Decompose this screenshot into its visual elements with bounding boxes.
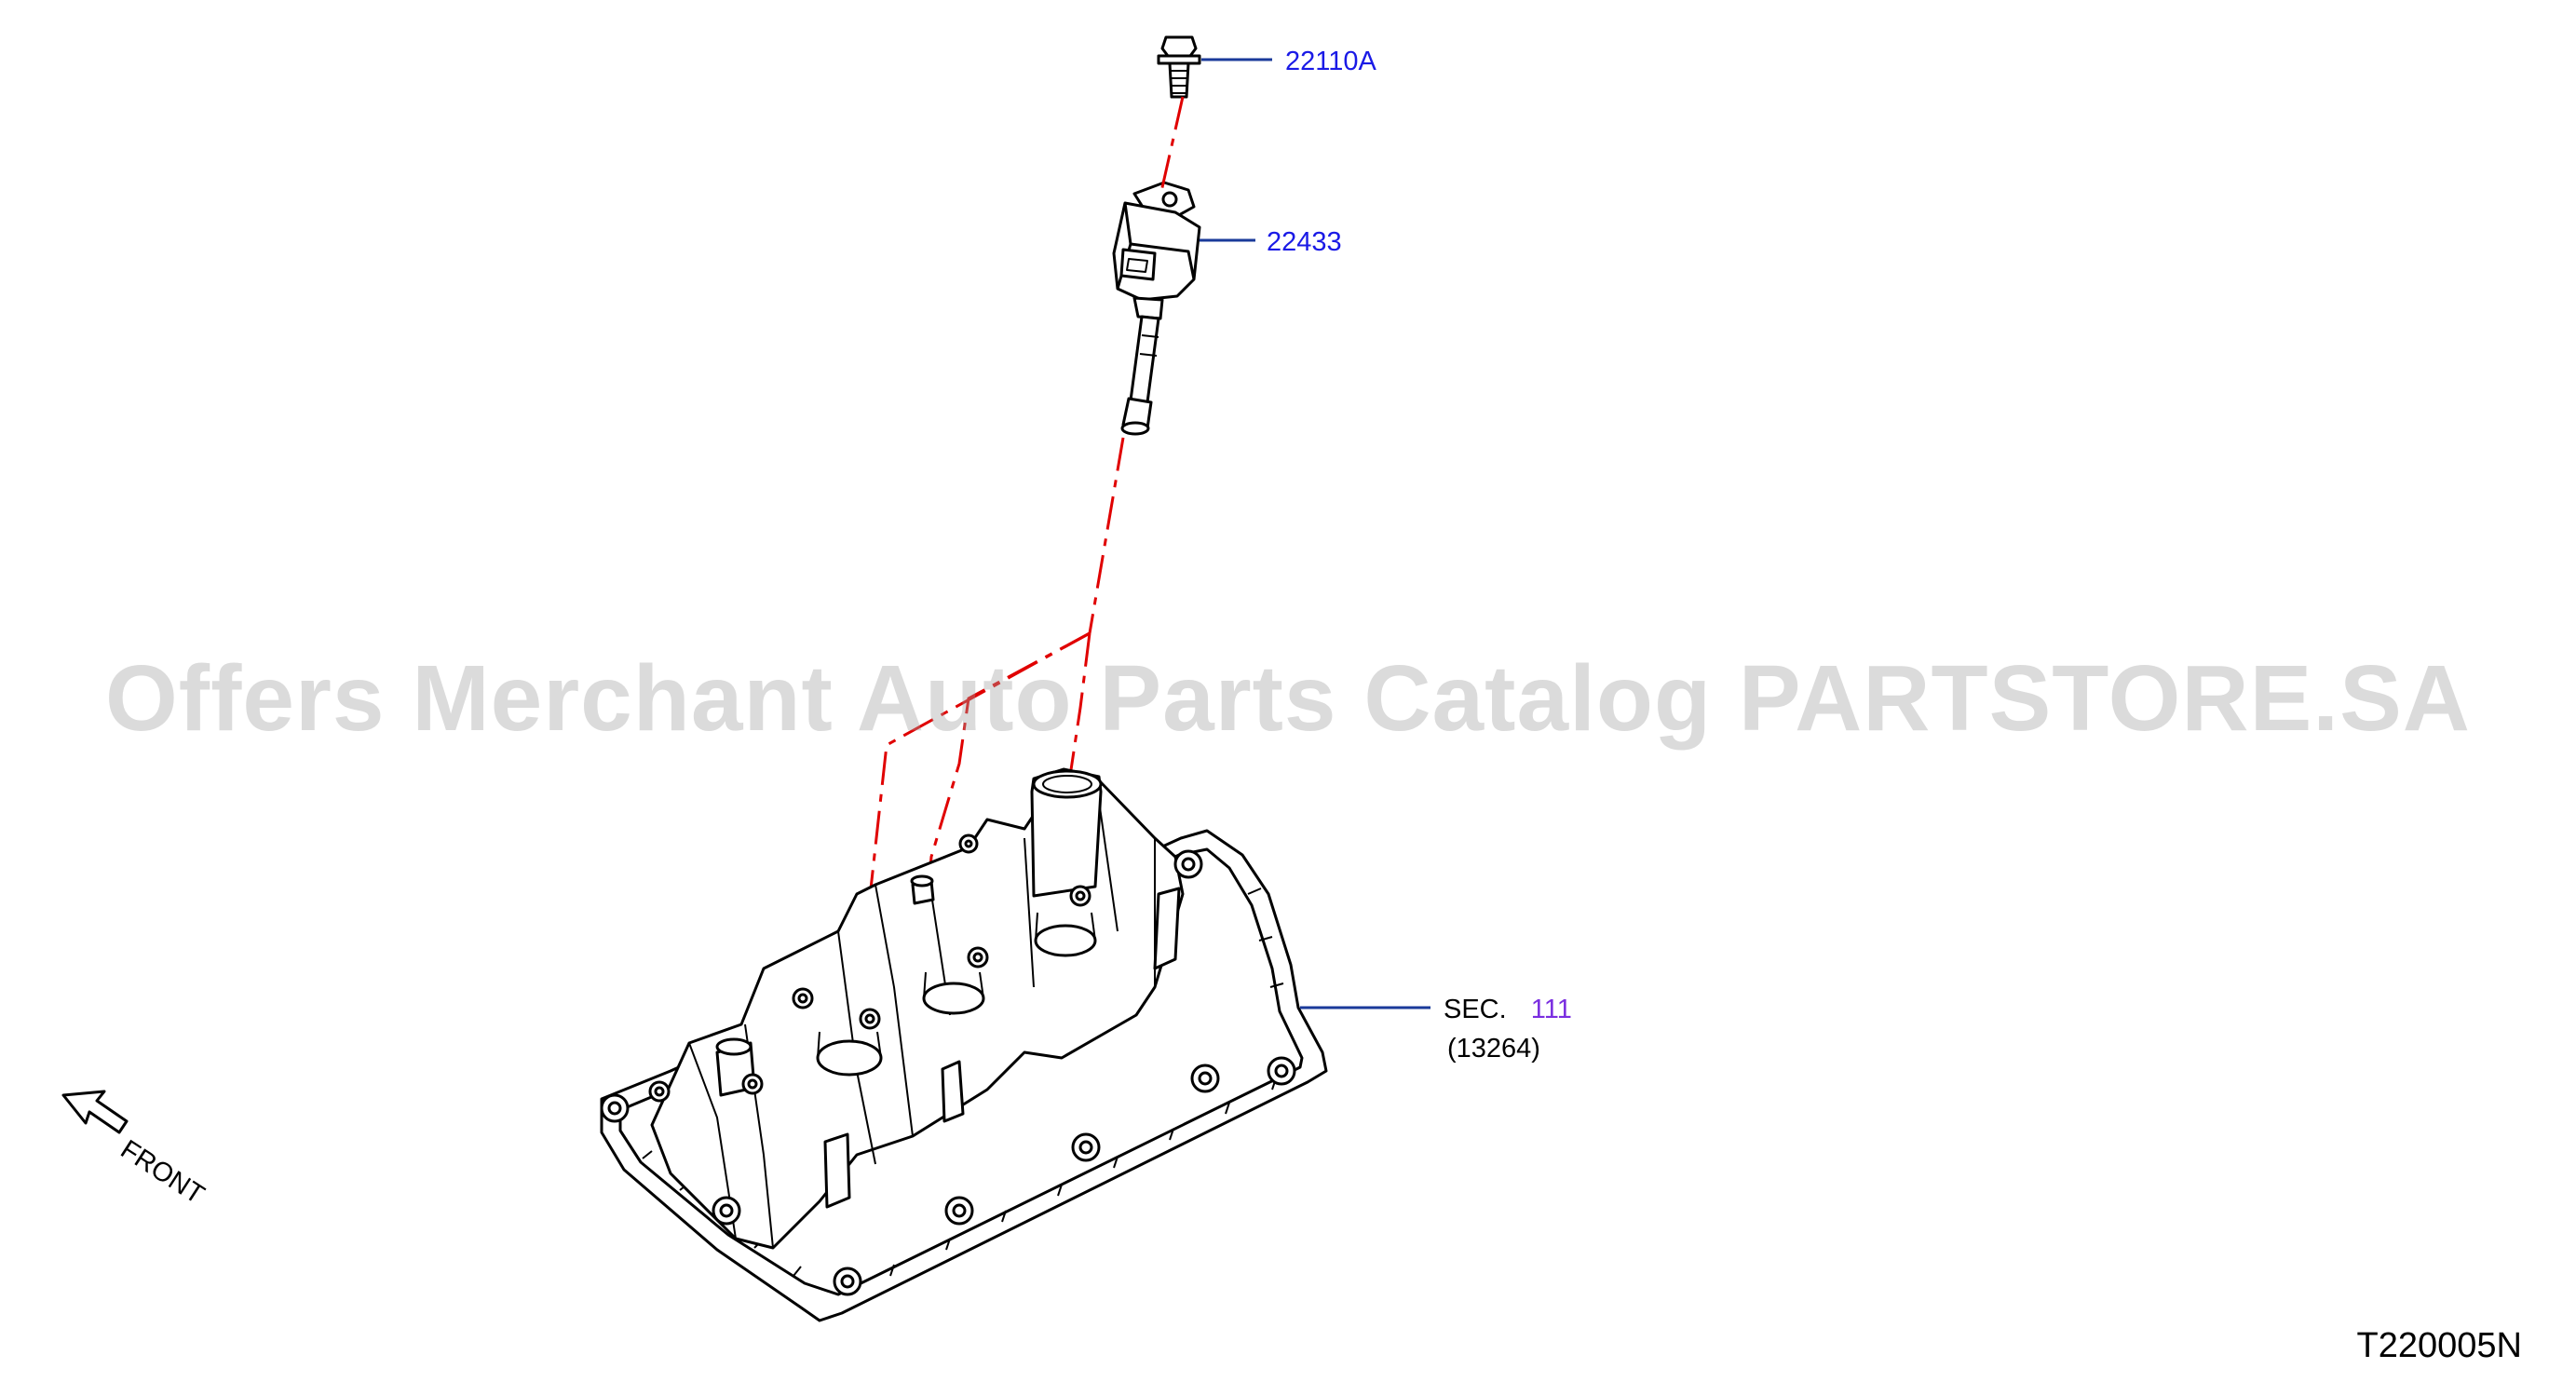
valve-cover-part[interactable] (600, 767, 1328, 1322)
section-sub-reference: (13264) (1447, 1034, 1540, 1064)
part-callout-22433[interactable]: 22433 (1267, 227, 1342, 257)
bolt-part[interactable] (1157, 35, 1201, 99)
section-number-link[interactable]: 111 (1530, 995, 1572, 1024)
ignition-coil-part[interactable] (1112, 181, 1201, 436)
diagram-code: T220005N (2356, 1326, 2522, 1365)
front-direction-arrow (61, 1090, 129, 1134)
part-callout-22110a[interactable]: 22110A (1285, 47, 1376, 76)
watermark-text: Offers Merchant Auto Parts Catalog PARTS… (105, 646, 2471, 751)
section-prefix: SEC. (1444, 995, 1507, 1024)
callout-leader-lines (1200, 58, 1430, 1009)
flange-bolt-bosses (600, 833, 1296, 1296)
section-reference[interactable]: SEC. 111 (1444, 996, 1572, 1023)
